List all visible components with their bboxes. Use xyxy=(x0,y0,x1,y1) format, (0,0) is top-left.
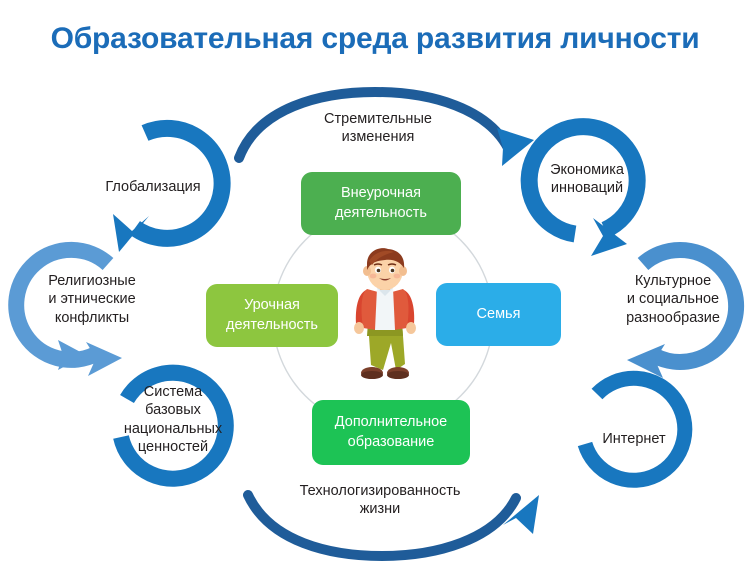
node-supplementary-education[interactable]: Дополнительное образование xyxy=(312,400,470,465)
arc-arrow-bottom xyxy=(243,490,539,561)
node-extracurricular-activity[interactable]: Внеурочная деятельность xyxy=(301,172,461,235)
ring-basic-national-values xyxy=(113,364,234,487)
circular-arrow-innovation-economy xyxy=(520,118,646,256)
page-title: Образовательная среда развития личности xyxy=(50,22,700,55)
circular-arrow-religious-ethnic-conflicts xyxy=(8,241,122,376)
node-family[interactable]: Семья xyxy=(436,283,561,346)
circular-arrow-globalization xyxy=(113,119,231,252)
circular-arrow-cultural-social-diversity xyxy=(627,242,745,378)
arrowhead-left-accent xyxy=(58,340,86,370)
pupil-illustration xyxy=(354,248,416,379)
ring-internet xyxy=(577,370,693,488)
arc-arrow-top xyxy=(234,86,534,166)
node-lesson-activity[interactable]: Урочная деятельность xyxy=(206,284,338,347)
